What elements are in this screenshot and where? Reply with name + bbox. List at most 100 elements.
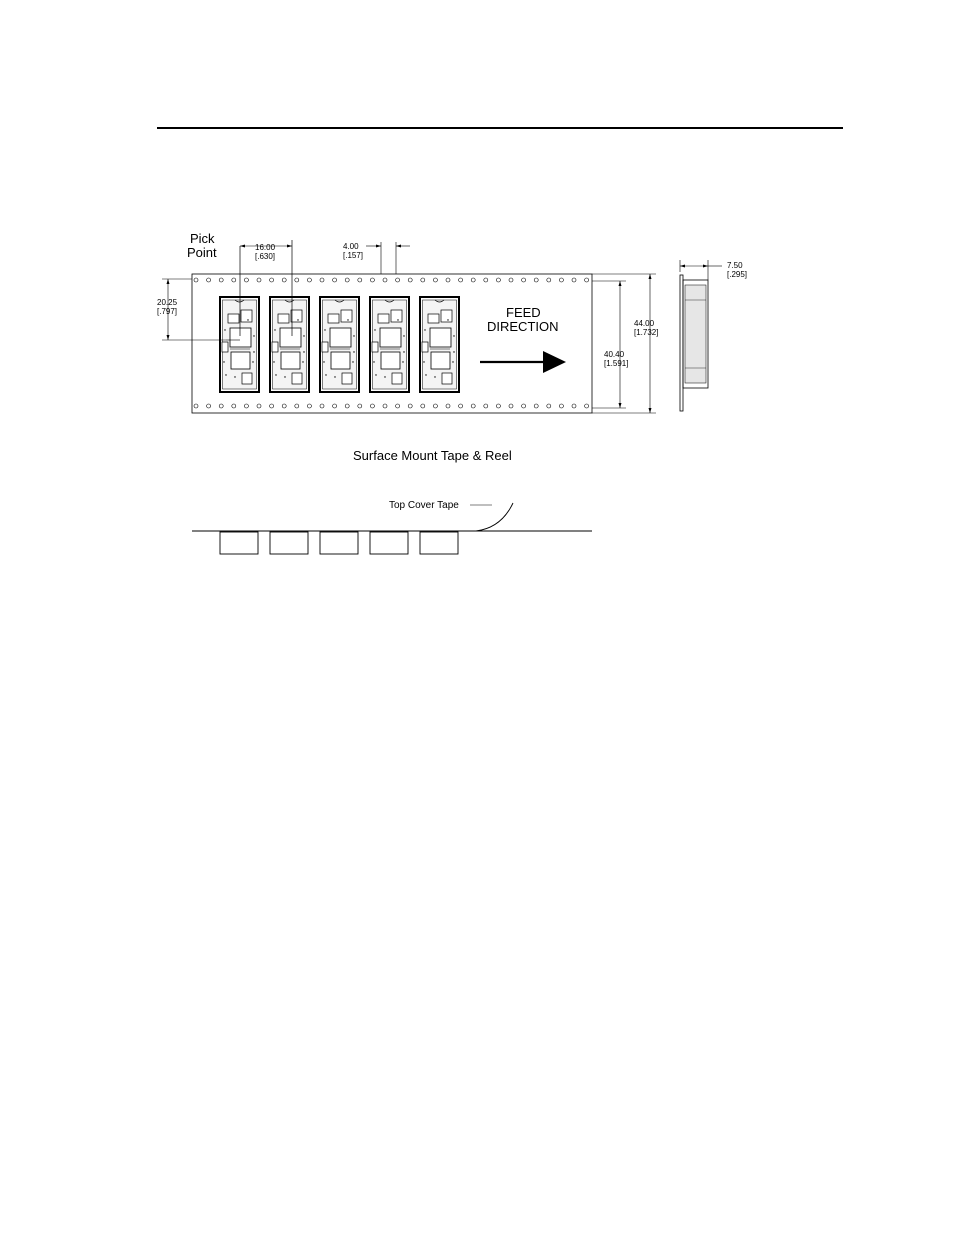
cover-tape-label: Top Cover Tape [389, 500, 459, 511]
sprocket-hole [509, 278, 513, 282]
sprocket-hole [320, 404, 324, 408]
pocket-span-mm: 40.40 [604, 350, 625, 359]
cover-tape-section: Top Cover Tape [192, 500, 592, 554]
tape-width-in: [1.732] [634, 328, 658, 337]
component-module [370, 297, 409, 392]
sprocket-hole [534, 404, 538, 408]
sprocket-hole [383, 278, 387, 282]
sprocket-holes-top [194, 278, 589, 282]
sprocket-hole [257, 278, 261, 282]
component-pockets [220, 297, 459, 392]
sprocket-hole [307, 278, 311, 282]
pocket-span-dimension: 40.40 [1.591] [592, 281, 628, 408]
thickness-mm: 7.50 [727, 261, 743, 270]
sprocket-hole [559, 278, 563, 282]
sprocket-in: [.157] [343, 251, 363, 260]
sprocket-hole [496, 278, 500, 282]
sprocket-hole [194, 278, 198, 282]
sprocket-hole [232, 404, 236, 408]
sprocket-hole [471, 404, 475, 408]
sprocket-hole [370, 404, 374, 408]
component-module [320, 297, 359, 392]
sprocket-hole [408, 404, 412, 408]
sprocket-hole [345, 278, 349, 282]
sprocket-hole [333, 404, 337, 408]
component-module [220, 297, 259, 392]
sprocket-hole [585, 404, 589, 408]
sprocket-hole [244, 278, 248, 282]
sprocket-holes-bottom [194, 404, 589, 408]
sprocket-hole [484, 278, 488, 282]
tape-width-dimension: 44.00 [1.732] [592, 274, 658, 413]
tape-width-mm: 44.00 [634, 319, 655, 328]
sprocket-hole [446, 404, 450, 408]
pick-offset-dimension: 20.25 [.797] [157, 279, 226, 340]
feed-label-line1: FEED [506, 305, 541, 320]
feed-label-line2: DIRECTION [487, 319, 559, 334]
sprocket-hole [459, 404, 463, 408]
sprocket-hole [207, 278, 211, 282]
component-module [420, 297, 459, 392]
sprocket-mm: 4.00 [343, 242, 359, 251]
sprocket-hole [459, 278, 463, 282]
sprocket-hole [396, 278, 400, 282]
pocket-profile [270, 532, 308, 554]
sprocket-hole [358, 278, 362, 282]
sprocket-hole [333, 278, 337, 282]
sprocket-hole [421, 278, 425, 282]
sprocket-hole [194, 404, 198, 408]
sprocket-hole [257, 404, 261, 408]
sprocket-hole [547, 404, 551, 408]
pocket-profile [370, 532, 408, 554]
sprocket-hole [282, 278, 286, 282]
sprocket-hole [559, 404, 563, 408]
pocket-profile [320, 532, 358, 554]
feed-arrow [480, 351, 566, 373]
figure-caption: Surface Mount Tape & Reel [353, 448, 512, 463]
sprocket-hole [370, 278, 374, 282]
pocket-span-in: [1.591] [604, 359, 628, 368]
sprocket-hole [207, 404, 211, 408]
thickness-in: [.295] [727, 270, 747, 279]
sprocket-hole [547, 278, 551, 282]
sprocket-hole [522, 278, 526, 282]
pick-offset-mm: 20.25 [157, 298, 178, 307]
sprocket-hole [282, 404, 286, 408]
sprocket-hole [484, 404, 488, 408]
sprocket-hole [522, 404, 526, 408]
pick-point-label-line1: Pick [190, 231, 215, 246]
pitch-mm: 16.00 [255, 243, 276, 252]
sprocket-hole [572, 278, 576, 282]
sprocket-hole [408, 278, 412, 282]
sprocket-hole [219, 404, 223, 408]
component-module [270, 297, 309, 392]
sprocket-hole [509, 404, 513, 408]
sprocket-hole [433, 278, 437, 282]
sprocket-hole [534, 278, 538, 282]
tape-side-view: 7.50 [.295] [680, 260, 747, 411]
sprocket-hole [345, 404, 349, 408]
sprocket-hole [270, 404, 274, 408]
pocket-profile [220, 532, 258, 554]
pocket-profiles [220, 532, 458, 554]
sprocket-hole [244, 404, 248, 408]
sprocket-hole [307, 404, 311, 408]
sprocket-hole [421, 404, 425, 408]
sprocket-hole [358, 404, 362, 408]
sprocket-hole [270, 278, 274, 282]
sprocket-hole [496, 404, 500, 408]
pitch-in: [.630] [255, 252, 275, 261]
sprocket-hole [446, 278, 450, 282]
pick-offset-in: [.797] [157, 307, 177, 316]
sprocket-hole [295, 404, 299, 408]
sprocket-hole [471, 278, 475, 282]
sprocket-hole [572, 404, 576, 408]
sprocket-hole [433, 404, 437, 408]
pocket-profile [420, 532, 458, 554]
sprocket-hole [320, 278, 324, 282]
sprocket-hole [396, 404, 400, 408]
sprocket-dimension: 4.00 [.157] [343, 242, 410, 274]
sprocket-hole [232, 278, 236, 282]
